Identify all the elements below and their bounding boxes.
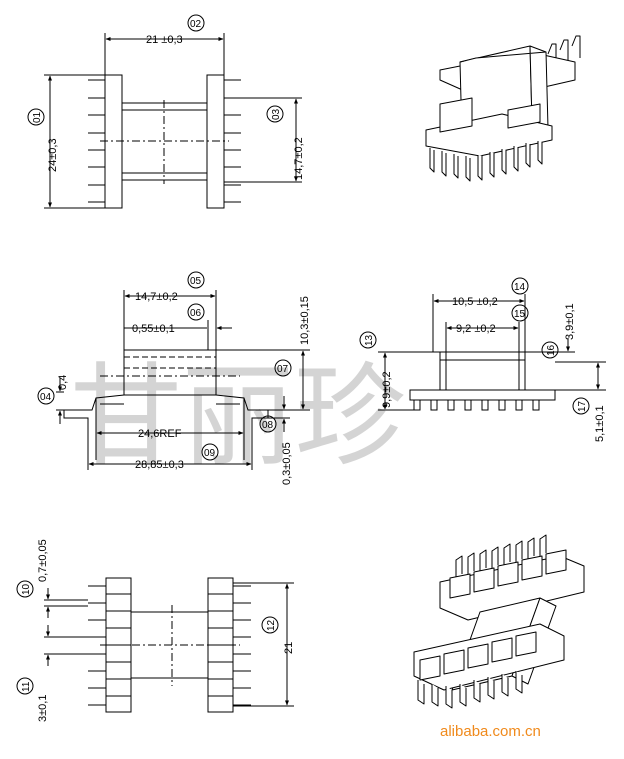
- dim-14-text: 10,5 ±0,2: [452, 296, 498, 308]
- callout-03: [266, 105, 284, 123]
- dim-04-text: 0,4: [57, 375, 69, 390]
- isometric-view-bottom: [413, 534, 585, 709]
- dim-17-text: 5,1±0,1: [594, 405, 606, 442]
- dim-09-text: 28,85±0,3: [135, 459, 184, 471]
- callout-09: [201, 443, 219, 461]
- dim-08-text: 0,3±0,05: [281, 442, 293, 485]
- callout-03-label: 03: [271, 108, 282, 120]
- callout-15: [511, 304, 529, 322]
- dim-02-text: 21 ±0,3: [146, 34, 183, 46]
- dim-10-text: 0,7±0,05: [37, 539, 49, 582]
- callout-16-label: 16: [546, 344, 557, 356]
- site-watermark: alibaba.com.cn: [440, 723, 541, 740]
- callout-17-label: 17: [577, 400, 588, 412]
- callout-04: [37, 387, 55, 405]
- callout-11: [16, 677, 34, 695]
- callout-12-label: 12: [266, 619, 277, 631]
- dim-05-text: 14,7±0,2: [135, 291, 178, 303]
- front-view: [56, 290, 310, 470]
- callout-10-label: 10: [21, 583, 32, 595]
- callout-05: [187, 271, 205, 289]
- callout-09-label: 09: [204, 448, 216, 459]
- callout-11-label: 11: [21, 681, 32, 692]
- callout-05-label: 05: [190, 276, 202, 287]
- dim-06-text: 0,55±0,1: [132, 323, 175, 335]
- callout-15-label: 15: [514, 309, 526, 320]
- dim-15-text: 9,2 ±0,2: [456, 323, 496, 335]
- top-view: [44, 33, 302, 209]
- callout-07-label: 07: [277, 364, 289, 375]
- callout-10: [16, 580, 34, 598]
- callout-08: [259, 415, 277, 433]
- callout-01-label: 01: [32, 111, 43, 123]
- dim-07-text: 10,3±0,15: [299, 296, 311, 345]
- callout-12: [261, 616, 279, 634]
- watermark: 甘丽珍: [70, 352, 406, 482]
- dim-13-text: 9,9±0,2: [381, 371, 393, 408]
- isometric-view-top: [425, 35, 581, 182]
- callout-06: [187, 303, 205, 321]
- callout-14-label: 14: [514, 282, 526, 293]
- callout-13: [359, 331, 377, 349]
- dim-16-text: 3,9±0,1: [564, 303, 576, 340]
- callout-07: [274, 359, 292, 377]
- callout-14: [511, 277, 529, 295]
- side-view: [378, 294, 606, 411]
- callout-04-label: 04: [40, 392, 52, 403]
- callout-06-label: 06: [190, 308, 202, 319]
- dim-12-text: 21: [283, 642, 295, 654]
- callout-01: [27, 108, 45, 126]
- bottom-view: [44, 577, 294, 713]
- callout-08-label: 08: [262, 420, 274, 431]
- callout-02-label: 02: [190, 19, 202, 30]
- callout-13-label: 13: [364, 334, 375, 346]
- dim-01-text: 24±0,3: [47, 138, 59, 172]
- callout-17: [572, 397, 590, 415]
- callout-02: [187, 14, 205, 32]
- dim-03-text: 14,7±0,2: [293, 137, 305, 180]
- callout-16: [541, 341, 559, 359]
- dim-11-text: 3±0,1: [37, 695, 49, 722]
- dim-ref-text: 24,6REF: [138, 428, 182, 440]
